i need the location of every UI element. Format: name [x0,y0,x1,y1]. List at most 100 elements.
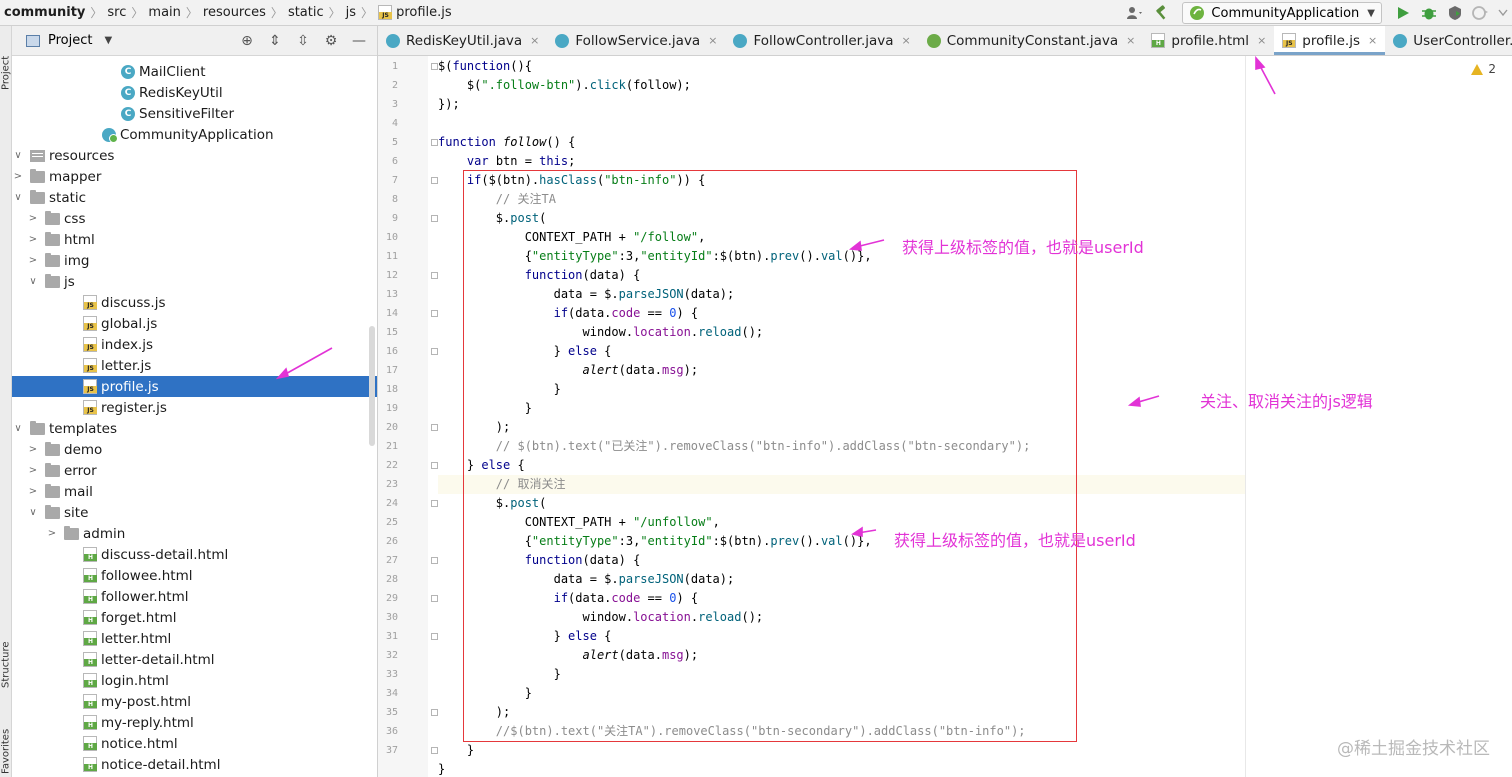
tree-item[interactable]: profile.js [12,376,377,397]
breadcrumb-item[interactable]: profile.js [378,5,452,20]
tree-item[interactable]: forget.html [12,607,377,628]
code-area[interactable]: $(function(){ $(".follow-btn").click(fol… [438,56,1512,777]
run-icon[interactable] [1390,0,1416,26]
close-icon[interactable]: × [1126,34,1136,47]
code-line[interactable]: // 关注TA [438,192,556,206]
code-line[interactable]: } else { [438,344,612,358]
code-line[interactable]: window.location.reload(); [438,610,764,624]
run-configuration-select[interactable]: CommunityApplication ▼ [1182,2,1382,24]
editor-tab[interactable]: profile.js× [1274,26,1386,55]
breadcrumb-item[interactable]: src [107,5,126,20]
breadcrumb-item[interactable]: static [288,5,324,20]
build-hammer-icon[interactable] [1148,0,1174,26]
editor-tab[interactable]: UserController.java× [1385,26,1512,55]
code-line[interactable]: } [438,762,446,776]
chevron-right-icon[interactable]: > [28,444,38,455]
hide-panel-icon[interactable]: — [352,33,366,49]
editor-tab[interactable]: FollowController.java× [725,26,918,55]
chevron-down-icon[interactable]: ∨ [29,507,37,518]
code-line[interactable]: } else { [438,629,612,643]
tree-item[interactable]: discuss.js [12,292,377,313]
chevron-right-icon[interactable]: > [28,486,38,497]
tree-item[interactable]: >mapper [12,166,377,187]
project-panel-scrollbar[interactable] [369,326,375,446]
project-view-selector[interactable]: Project ▼ [12,33,112,48]
tree-item[interactable]: discuss-detail.html [12,544,377,565]
more-actions-icon[interactable] [1494,0,1512,26]
debug-icon[interactable] [1416,0,1442,26]
code-line[interactable]: CONTEXT_PATH + "/unfollow", [438,515,720,529]
code-line[interactable]: if($(btn).hasClass("btn-info")) { [466,173,706,187]
chevron-down-icon[interactable]: ∨ [14,423,22,434]
code-line[interactable]: } [438,743,475,757]
tree-item[interactable]: ∨templates [12,418,377,439]
fold-marker-icon[interactable] [431,348,438,355]
code-line[interactable]: {"entityType":3,"entityId":$(btn).prev()… [438,534,872,548]
tree-item[interactable]: login.html [12,670,377,691]
code-line[interactable]: alert(data.msg); [582,648,699,662]
code-line[interactable]: if(data.code == 0) { [553,591,699,605]
code-line[interactable]: var btn = this; [466,154,576,168]
breadcrumb-item[interactable]: main [148,5,180,20]
code-line[interactable]: }); [438,97,460,111]
editor-tab[interactable]: RedisKeyUtil.java× [378,26,547,55]
code-line[interactable]: //$(btn).text("关注TA").removeClass("btn-s… [438,724,1026,738]
project-tool-window-button[interactable]: Project [0,32,12,90]
editor-tab[interactable]: CommunityConstant.java× [919,26,1144,55]
fold-marker-icon[interactable] [431,500,438,507]
tree-item[interactable]: >css [12,208,377,229]
fold-marker-icon[interactable] [431,557,438,564]
tree-item[interactable]: my-reply.html [12,712,377,733]
inspection-warnings-badge[interactable]: 2 [1471,62,1496,76]
fold-marker-icon[interactable] [431,747,438,754]
close-icon[interactable]: × [530,34,540,47]
code-line[interactable]: // $(btn).text("已关注").removeClass("btn-i… [438,439,1031,453]
close-icon[interactable]: × [708,34,718,47]
tree-item[interactable]: letter.js [12,355,377,376]
expand-all-icon[interactable]: ⇕ [269,33,281,49]
chevron-right-icon[interactable]: > [13,171,23,182]
collapse-all-icon[interactable]: ⇳ [297,33,309,49]
user-account-icon[interactable] [1122,0,1148,26]
fold-marker-icon[interactable] [431,272,438,279]
tree-item[interactable]: notice.html [12,733,377,754]
code-line[interactable]: $(".follow-btn").click(follow); [438,78,691,92]
tree-item[interactable]: >mail [12,481,377,502]
code-line[interactable]: CONTEXT_PATH + "/follow", [438,230,706,244]
profiler-icon[interactable] [1468,0,1494,26]
tree-item[interactable]: global.js [12,313,377,334]
coverage-icon[interactable] [1442,0,1468,26]
code-line[interactable]: } [438,667,561,681]
gear-icon[interactable]: ⚙ [324,33,338,49]
tree-item[interactable]: >admin [12,523,377,544]
fold-marker-icon[interactable] [431,177,438,184]
fold-marker-icon[interactable] [431,462,438,469]
fold-marker-icon[interactable] [431,215,438,222]
code-line[interactable]: data = $.parseJSON(data); [438,287,735,301]
chevron-down-icon[interactable]: ∨ [29,276,37,287]
code-line[interactable]: data = $.parseJSON(data); [438,572,735,586]
chevron-right-icon[interactable]: > [28,213,38,224]
tree-item[interactable]: followee.html [12,565,377,586]
editor-tab[interactable]: FollowService.java× [547,26,725,55]
chevron-right-icon[interactable]: > [28,234,38,245]
chevron-down-icon[interactable]: ∨ [14,150,22,161]
tree-item[interactable]: CommunityApplication [12,124,377,145]
favorites-tool-window-button[interactable]: Favorites [0,712,12,774]
code-line[interactable]: function(data) { [524,268,641,282]
fold-marker-icon[interactable] [431,63,438,70]
fold-marker-icon[interactable] [431,633,438,640]
breadcrumb-item[interactable]: js [346,5,356,20]
tree-item[interactable]: ∨js [12,271,377,292]
breadcrumb-item[interactable]: community [4,5,85,20]
code-line[interactable]: function follow() { [438,135,576,149]
tree-item[interactable]: index.js [12,334,377,355]
tree-item[interactable]: follower.html [12,586,377,607]
tree-item[interactable]: register.js [12,397,377,418]
chevron-right-icon[interactable]: > [28,465,38,476]
tree-item[interactable]: >img [12,250,377,271]
fold-marker-icon[interactable] [431,424,438,431]
